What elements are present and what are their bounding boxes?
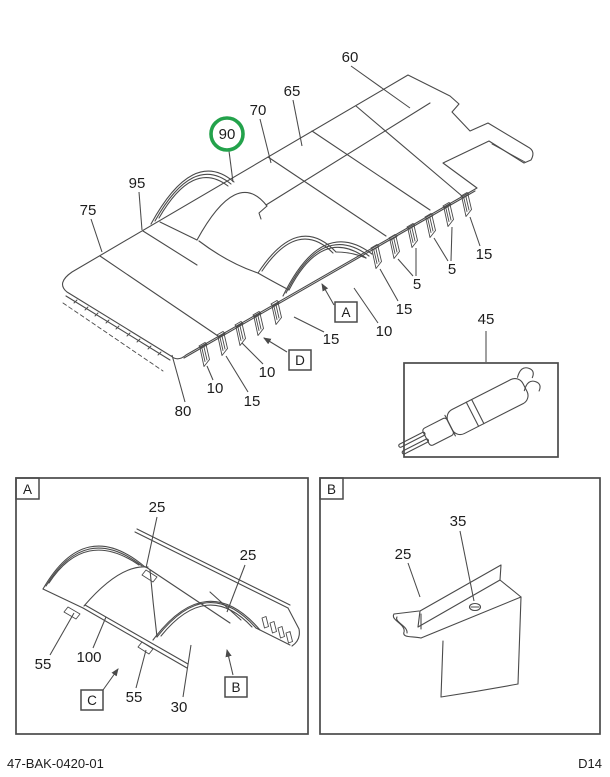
detail-b-inset: B 25 35 bbox=[319, 477, 601, 735]
page-footer: 47-BAK-0420-01 D14 bbox=[7, 756, 602, 771]
ref-label-c: C bbox=[87, 693, 97, 708]
callout-30: 30 bbox=[171, 699, 188, 716]
detail-b-leader-lines bbox=[407, 530, 475, 602]
wheel-arch-front bbox=[257, 241, 373, 297]
ref-callout-b-inner: B bbox=[224, 648, 248, 698]
detail-a-inset: A bbox=[15, 477, 309, 735]
callout-15-b: 15 bbox=[323, 331, 340, 348]
main-leader-lines bbox=[90, 65, 481, 403]
callout-10-c: 10 bbox=[376, 323, 393, 340]
wheel-arch-mid bbox=[257, 235, 337, 274]
floor-panel-outline bbox=[61, 74, 534, 361]
panel-seam-lines bbox=[99, 102, 463, 337]
cylinder-part bbox=[398, 367, 541, 455]
callout-25-right: 25 bbox=[240, 547, 257, 564]
main-view: 60 65 70 90 95 75 80 10 15 10 15 10 15 5… bbox=[61, 49, 534, 420]
detail-b-ref-label: B bbox=[327, 482, 336, 497]
callout-15-a: 15 bbox=[244, 393, 261, 410]
ref-callout-a: A bbox=[321, 283, 358, 323]
detail-b-labels: 25 35 bbox=[395, 513, 467, 563]
part-45-frame bbox=[403, 362, 559, 458]
detail-a-frame bbox=[15, 477, 309, 735]
footer-doc-number: 47-BAK-0420-01 bbox=[7, 756, 104, 771]
callout-55-left: 55 bbox=[35, 656, 52, 673]
callout-95: 95 bbox=[129, 175, 146, 192]
callout-70: 70 bbox=[250, 102, 267, 119]
callout-15-d: 15 bbox=[476, 246, 493, 263]
callout-5-b: 5 bbox=[448, 261, 456, 278]
callout-25-b: 25 bbox=[395, 546, 412, 563]
wheel-arch-left bbox=[150, 170, 235, 225]
highlight-circle-90 bbox=[209, 116, 245, 152]
panel-edge-hatching bbox=[73, 299, 162, 356]
hump-cover bbox=[159, 191, 268, 274]
callout-80: 80 bbox=[175, 403, 192, 420]
callout-5-a: 5 bbox=[413, 276, 421, 293]
detail-b-drawing bbox=[392, 564, 522, 698]
callout-90: 90 bbox=[219, 126, 236, 143]
callout-15-c: 15 bbox=[396, 301, 413, 318]
callout-10-a: 10 bbox=[207, 380, 224, 397]
callout-10-b: 10 bbox=[259, 364, 276, 381]
callout-35: 35 bbox=[450, 513, 467, 530]
ref-callout-d: D bbox=[263, 337, 312, 371]
callout-65: 65 bbox=[284, 83, 301, 100]
callout-100: 100 bbox=[76, 649, 101, 666]
detail-a-labels: 25 25 55 100 55 30 bbox=[35, 499, 257, 716]
callout-55-mid: 55 bbox=[126, 689, 143, 706]
panel-hidden-edge bbox=[62, 302, 164, 372]
detail-a-leader-lines bbox=[49, 516, 246, 698]
ref-label-a: A bbox=[341, 305, 350, 320]
footer-page-code: D14 bbox=[578, 756, 602, 771]
ref-callout-c: C bbox=[80, 668, 119, 711]
detail-b-frame bbox=[319, 477, 601, 735]
callout-75: 75 bbox=[80, 202, 97, 219]
callout-45: 45 bbox=[478, 311, 495, 328]
part-45-inset: 45 bbox=[398, 311, 559, 458]
ref-label-b-inner: B bbox=[231, 680, 240, 695]
detail-a-ref-box bbox=[15, 477, 40, 500]
detail-a-ref-label: A bbox=[23, 482, 32, 497]
main-callout-labels: 60 65 70 90 95 75 80 10 15 10 15 10 15 5… bbox=[80, 49, 493, 420]
callout-25-top: 25 bbox=[149, 499, 166, 516]
detail-a-drawing bbox=[42, 528, 300, 669]
callout-60: 60 bbox=[342, 49, 359, 66]
ref-label-d: D bbox=[295, 353, 305, 368]
detail-b-ref-box bbox=[319, 477, 344, 500]
